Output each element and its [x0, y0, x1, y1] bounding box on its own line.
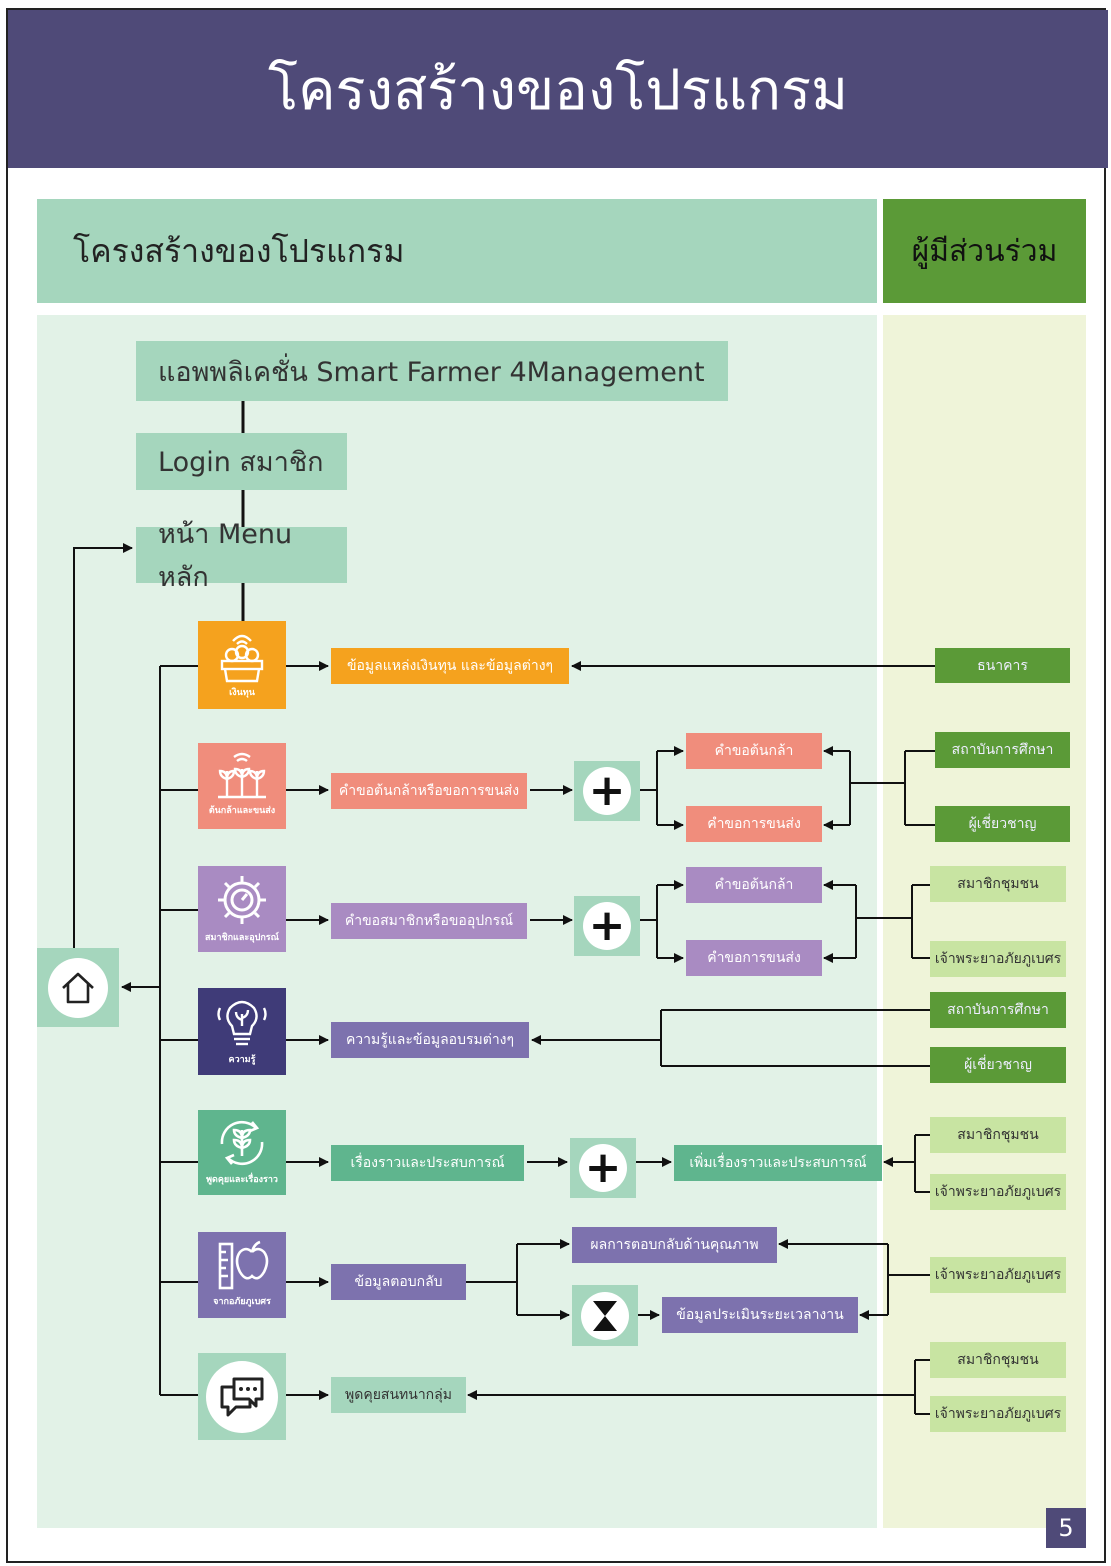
- lightbulb-icon: [217, 1000, 267, 1046]
- partner-community-member: สมาชิกชุมชน: [930, 866, 1066, 902]
- time-evaluation-box: ข้อมูลประเมินระยะเวลางาน: [662, 1297, 858, 1333]
- structure-header: โครงสร้างของโปรแกรม: [37, 199, 877, 303]
- knowledge-info-box: ความรู้และข้อมูลอบรมต่างๆ: [331, 1022, 529, 1058]
- category-label: ความรู้: [228, 1055, 256, 1065]
- plus-icon: +: [579, 1144, 627, 1192]
- add-story-box: เพิ่มเรื่องราวและประสบการณ์: [674, 1145, 882, 1181]
- home-node: [37, 948, 119, 1027]
- category-label: สมาชิกและอุปกรณ์: [205, 933, 279, 943]
- partner-community-member: สมาชิกชุมชน: [930, 1342, 1066, 1378]
- category-label: พูดคุยและเรื่องราว: [206, 1175, 278, 1185]
- participants-panel: [883, 315, 1086, 1528]
- transport-request-output: คำขอการขนส่ง: [686, 806, 822, 842]
- main-menu-node: หน้า Menu หลัก: [136, 519, 347, 593]
- partner-abhaibhubejhr: เจ้าพระยาอภัยภูเบศร: [930, 1396, 1066, 1432]
- app-node: แอพพลิเคชั่น Smart Farmer 4Management: [136, 341, 728, 401]
- category-knowledge: ความรู้: [198, 988, 286, 1075]
- category-label: จากอภัยภูเบศร: [213, 1297, 271, 1307]
- home-icon: [48, 957, 108, 1018]
- plants-icon: [218, 752, 266, 799]
- add-node: +: [574, 761, 640, 821]
- category-chat: [198, 1353, 286, 1440]
- category-seedling: ต้นกล้าและขนส่ง: [198, 743, 286, 829]
- gear-icon: [218, 876, 266, 924]
- participants-header: ผู้มีส่วนร่วม: [883, 199, 1086, 303]
- seedling-request-output: คำขอต้นกล้า: [686, 867, 822, 903]
- partner-abhaibhubejhr: เจ้าพระยาอภัยภูเบศร: [930, 1257, 1066, 1293]
- partner-abhaibhubejhr: เจ้าพระยาอภัยภูเบศร: [930, 941, 1066, 977]
- plus-icon: +: [583, 767, 631, 815]
- add-node: +: [570, 1138, 636, 1198]
- seedling-request-box: คำขอต้นกล้าหรือขอการขนส่ง: [331, 773, 527, 809]
- category-label: ต้นกล้าและขนส่ง: [208, 806, 276, 816]
- partner-community-member: สมาชิกชุมชน: [930, 1117, 1066, 1153]
- partner-expert: ผู้เชี่ยวชาญ: [930, 1047, 1066, 1083]
- seedling-request-output: คำขอต้นกล้า: [686, 733, 822, 769]
- page-frame: [6, 8, 1106, 1563]
- login-node: Login สมาชิก: [136, 433, 347, 490]
- category-funding: เงินทุน: [198, 621, 286, 709]
- ruler-apple-icon: [218, 1240, 269, 1290]
- timer-node: [572, 1285, 638, 1346]
- partner-bank: ธนาคาร: [935, 648, 1070, 683]
- page-number: 5: [1046, 1508, 1086, 1548]
- partner-education: สถาบันการศึกษา: [935, 732, 1070, 768]
- hourglass-icon: [581, 1291, 629, 1340]
- group-chat-box: พูดคุยสนทนากลุ่ม: [331, 1377, 466, 1413]
- funding-info-box: ข้อมูลแหล่งเงินทุน และข้อมูลต่างๆ: [331, 648, 569, 684]
- chat-icon: [206, 1360, 278, 1433]
- partner-education: สถาบันการศึกษา: [930, 992, 1066, 1028]
- quality-feedback-box: ผลการตอบกลับด้านคุณภาพ: [572, 1227, 777, 1263]
- category-member: สมาชิกและอุปกรณ์: [198, 866, 286, 952]
- add-node: +: [574, 896, 640, 956]
- partner-expert: ผู้เชี่ยวชาญ: [935, 806, 1070, 842]
- page-banner-title: โครงสร้างของโปรแกรม: [8, 10, 1108, 168]
- partner-abhaibhubejhr: เจ้าพระยาอภัยภูเบศร: [930, 1174, 1066, 1210]
- member-request-box: คำขอสมาชิกหรือขออุปกรณ์: [331, 903, 527, 939]
- leaf-cycle-icon: [220, 1120, 264, 1166]
- plus-icon: +: [583, 902, 631, 950]
- fruit-basket-icon: [220, 634, 264, 683]
- transport-request-output: คำขอการขนส่ง: [686, 940, 822, 976]
- feedback-info-box: ข้อมูลตอบกลับ: [331, 1264, 466, 1300]
- category-story: พูดคุยและเรื่องราว: [198, 1110, 286, 1195]
- category-label: เงินทุน: [229, 688, 255, 698]
- category-feedback: จากอภัยภูเบศร: [198, 1232, 286, 1318]
- story-info-box: เรื่องราวและประสบการณ์: [331, 1145, 524, 1181]
